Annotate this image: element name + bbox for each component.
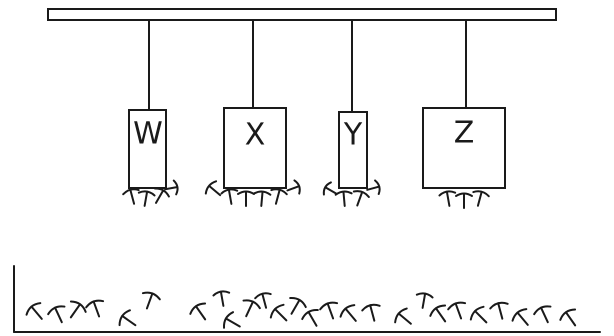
thumbtack-icon bbox=[47, 305, 66, 324]
tacks-on-x bbox=[204, 179, 301, 207]
thumbtack-icon bbox=[122, 188, 140, 205]
thumbtack-icon bbox=[352, 190, 370, 207]
thumbtack-icon bbox=[447, 301, 467, 320]
thumbtack-icon bbox=[189, 302, 207, 321]
thumbtack-icon bbox=[319, 301, 339, 320]
thumbtack-icon bbox=[366, 179, 381, 195]
thumbtack-icon bbox=[212, 290, 231, 307]
thumbtack-icon bbox=[85, 299, 105, 318]
thumbtack-icon bbox=[322, 181, 338, 196]
magnet-y-label: Y bbox=[343, 118, 363, 153]
thumbtack-icon bbox=[334, 190, 353, 207]
thumbtack-icon bbox=[438, 190, 457, 207]
thumbtack-icon bbox=[301, 309, 319, 327]
magnet-w: W bbox=[128, 109, 167, 189]
magnet-y: Y bbox=[338, 111, 368, 189]
thumbtack-icon bbox=[223, 311, 241, 329]
thumbtack-icon bbox=[204, 180, 222, 197]
thumbtack-icon bbox=[361, 303, 381, 322]
thumbtack-icon bbox=[270, 188, 288, 205]
magnet-z: Z bbox=[422, 107, 506, 189]
magnet-x-label: X bbox=[245, 118, 266, 153]
thumbtack-icon bbox=[237, 190, 255, 207]
support-bar bbox=[47, 8, 557, 21]
thumbtack-icon bbox=[25, 302, 43, 320]
thumbtack-icon bbox=[69, 300, 87, 319]
thumbtack-icon bbox=[253, 190, 272, 207]
thumbtack-icon bbox=[164, 179, 179, 196]
tacks-on-table bbox=[25, 290, 577, 329]
thumbtack-icon bbox=[394, 307, 412, 325]
thumbtack-icon bbox=[533, 305, 552, 324]
thumbtack-icon bbox=[242, 299, 261, 318]
thumbtack-icon bbox=[469, 305, 488, 324]
thumbtack-icon bbox=[254, 292, 272, 309]
thumbtack-icon bbox=[269, 303, 288, 322]
thumbtack-icon bbox=[154, 187, 170, 204]
tacks-on-y bbox=[322, 179, 381, 207]
thumbtack-icon bbox=[137, 190, 156, 207]
thumbtack-icon bbox=[559, 308, 577, 327]
thumbtack-icon bbox=[415, 292, 434, 309]
thumbtack-icon bbox=[220, 188, 239, 205]
thumbtack-icon bbox=[429, 304, 447, 323]
thumbtack-icon bbox=[289, 297, 307, 315]
thumbtack-icon bbox=[141, 291, 161, 310]
thumbtack-icon bbox=[472, 190, 490, 207]
thumbtack-icon bbox=[118, 309, 137, 327]
thumbtack-icon bbox=[339, 304, 357, 322]
thumbtack-icon bbox=[286, 179, 301, 195]
magnet-w-label: W bbox=[133, 117, 163, 152]
thumbtack-icon bbox=[511, 308, 529, 326]
tacks-on-w bbox=[122, 179, 179, 207]
tacks-on-z bbox=[438, 190, 490, 209]
table-surface bbox=[13, 265, 601, 333]
magnet-x: X bbox=[223, 107, 287, 189]
thumbtack-icon bbox=[455, 192, 473, 209]
thumbtack-icon bbox=[489, 301, 509, 320]
magnet-z-label: Z bbox=[454, 116, 475, 151]
